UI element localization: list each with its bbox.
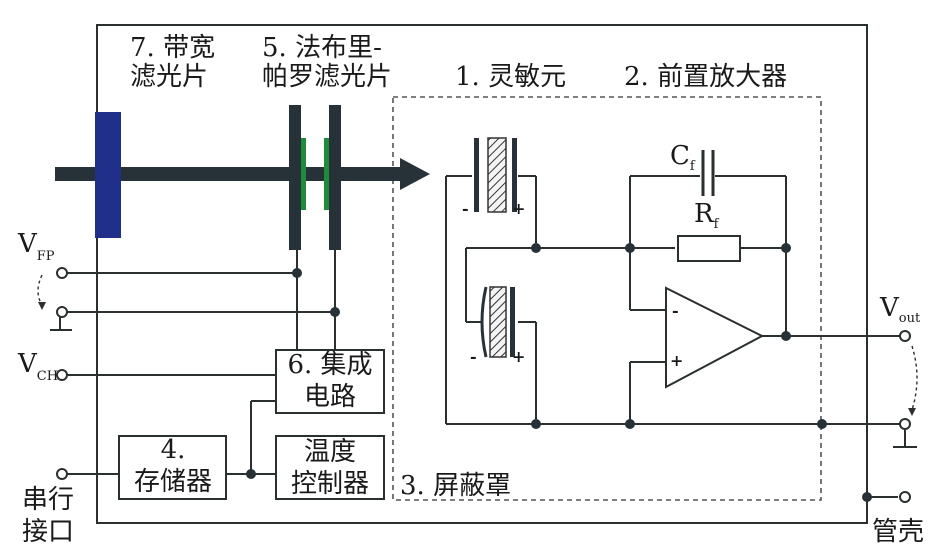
fabry-perot-filter bbox=[289, 105, 341, 250]
shield-label: 3. 屏蔽罩 bbox=[400, 471, 511, 501]
sensor-label: 1. 灵敏元 bbox=[455, 62, 566, 92]
wiring bbox=[50, 175, 917, 498]
sensor2-plus: + bbox=[512, 347, 525, 366]
sensor2-minus: - bbox=[470, 347, 477, 366]
preamp-label: 2. 前置放大器 bbox=[624, 62, 787, 92]
temperature-controller-box bbox=[275, 435, 385, 500]
vfp-label: VFP bbox=[17, 229, 55, 264]
bandpass-filter bbox=[95, 112, 121, 238]
ic-label-2: 电路 bbox=[304, 382, 356, 412]
feedback-capacitor bbox=[701, 150, 715, 196]
res-label: Rf bbox=[694, 199, 720, 232]
voltage-arrows bbox=[37, 274, 918, 411]
cap-label: Cf bbox=[670, 141, 696, 174]
temp-label-1: 温度 bbox=[304, 437, 356, 467]
memory-box bbox=[118, 435, 227, 500]
filter-label-2: 滤光片 bbox=[130, 62, 208, 92]
temp-label-2: 控制器 bbox=[291, 469, 369, 499]
vch-label: VCH bbox=[17, 349, 58, 384]
fp-label-2: 帕罗滤光片 bbox=[262, 62, 392, 92]
opamp-plus: + bbox=[670, 351, 683, 370]
ic-label-1: 6. 集成 bbox=[287, 350, 372, 380]
serial-label-2: 接口 bbox=[22, 517, 74, 547]
case-label: 管壳 bbox=[872, 517, 924, 547]
sensor1-plus: + bbox=[512, 199, 525, 218]
light-beam bbox=[55, 158, 430, 190]
vout-label: Vout bbox=[879, 293, 921, 326]
junction-dots bbox=[246, 243, 872, 502]
serial-label-1: 串行 bbox=[22, 485, 74, 515]
opamp-minus: - bbox=[672, 301, 679, 320]
filter-label-1: 7. 带宽 bbox=[130, 33, 215, 63]
memory-label-1: 4. bbox=[161, 435, 186, 465]
sensor1-minus: - bbox=[462, 199, 469, 218]
sensing-element-1 bbox=[474, 137, 517, 213]
sensing-element-2 bbox=[480, 286, 515, 358]
shield-enclosure bbox=[392, 96, 822, 501]
terminals bbox=[56, 267, 911, 503]
integrated-circuit-box bbox=[275, 349, 385, 414]
op-amp bbox=[665, 286, 765, 389]
fp-label-1: 5. 法布里- bbox=[262, 33, 382, 63]
feedback-resistor bbox=[677, 235, 741, 262]
memory-label-2: 存储器 bbox=[134, 467, 212, 497]
